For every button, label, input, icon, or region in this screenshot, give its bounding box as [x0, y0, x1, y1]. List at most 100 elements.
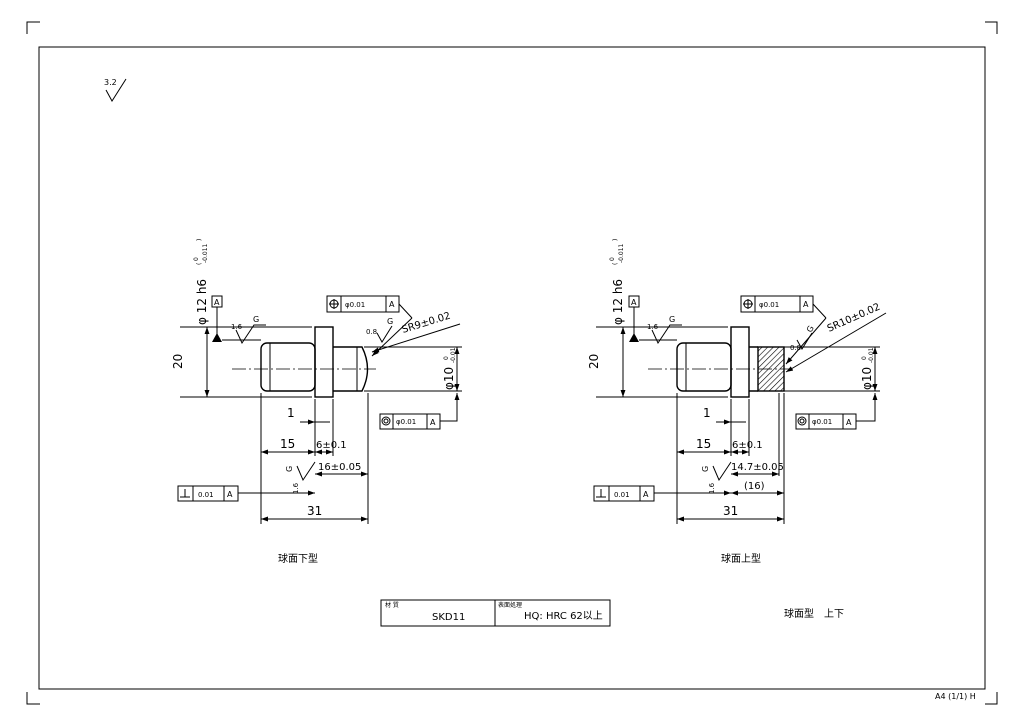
svg-text:20: 20: [171, 354, 185, 369]
upper-fcf-perpendicularity: 0.01 A: [593, 485, 731, 502]
svg-text:1: 1: [703, 406, 711, 420]
svg-text:0: 0: [193, 257, 200, 261]
lower-fcf-position: φ0.01 A: [326, 295, 413, 357]
lower-dim-6: 6±0.1: [315, 440, 347, 455]
svg-text:1.6: 1.6: [708, 482, 716, 494]
upper-datum-a: A: [628, 295, 677, 342]
svg-text:A: A: [389, 300, 395, 309]
lower-dim-16: 16±0.05: [315, 462, 368, 477]
svg-text:φ0.01: φ0.01: [812, 418, 832, 426]
svg-text:A: A: [846, 418, 852, 427]
svg-text:A: A: [803, 300, 809, 309]
upper-diameter-10: φ10 0 -0.01: [784, 346, 880, 392]
svg-text:G: G: [387, 317, 393, 326]
svg-text:-0.011: -0.011: [202, 243, 209, 263]
lower-die-view: A 1.6 G φ 12 h6 ( 0 -0.011 ) 20: [171, 239, 462, 565]
drawing-border: [38, 46, 986, 690]
material-label: 材 質: [385, 601, 399, 609]
svg-text:): ): [196, 239, 203, 241]
svg-text:6±0.1: 6±0.1: [732, 440, 763, 451]
svg-text:(16): (16): [744, 481, 765, 492]
svg-text:(: (: [196, 263, 203, 265]
lower-dim-31: 31: [261, 504, 368, 522]
lower-diameter-12-label: φ 12 h6 ( 0 -0.011 ): [193, 239, 209, 325]
upper-fcf-position: φ0.01 A: [740, 295, 827, 365]
lower-sphere-radius: SR9±0.02 0.8 G: [366, 311, 461, 353]
svg-text:16±0.05: 16±0.05: [318, 462, 361, 473]
upper-dim-31: 31: [677, 504, 784, 522]
svg-text:φ 12 h6: φ 12 h6: [195, 279, 209, 325]
svg-text:A: A: [214, 298, 220, 307]
svg-text:G: G: [285, 466, 294, 472]
svg-text:0.8: 0.8: [790, 344, 801, 352]
upper-extension-lines: [676, 393, 785, 524]
general-roughness-symbol: 3.2: [104, 78, 127, 102]
lower-fcf-perpendicularity: 0.01 A: [177, 485, 315, 502]
lower-finish-symbol-bottom: 1.6 G: [285, 461, 316, 494]
upper-dim-14-7: 14.7±0.05: [731, 462, 784, 477]
lower-die-outline: [232, 326, 376, 398]
svg-text:φ0.01: φ0.01: [759, 301, 779, 309]
sheet-label: A4 (1/1) H: [935, 692, 976, 701]
svg-text:0.01: 0.01: [614, 491, 630, 499]
svg-text:φ10: φ10: [860, 367, 874, 390]
svg-text:A: A: [227, 490, 233, 499]
upper-view-caption: 球面上型: [721, 552, 761, 565]
upper-fcf-concentric: φ0.01 A: [795, 393, 878, 430]
svg-text:φ0.01: φ0.01: [396, 418, 416, 426]
svg-text:1: 1: [287, 406, 295, 420]
svg-text:0: 0: [609, 257, 616, 261]
upper-dim-height: 20: [587, 326, 728, 398]
lower-datum-a: A: [211, 295, 261, 342]
upper-die-view: A 1.6 G φ 12 h6 ( 0 -0.011 ) 20: [587, 239, 887, 565]
upper-diameter-12-label: φ 12 h6 ( 0 -0.011 ): [609, 239, 625, 325]
svg-text:6±0.1: 6±0.1: [316, 440, 347, 451]
upper-die-outline: [648, 326, 792, 398]
lower-view-caption: 球面下型: [278, 552, 318, 565]
svg-text:A: A: [643, 490, 649, 499]
upper-dim-6: 6±0.1: [731, 440, 763, 455]
svg-text:-0.01: -0.01: [450, 347, 457, 363]
part-name: 球面型 上下: [784, 607, 844, 620]
svg-text:G: G: [701, 466, 710, 472]
svg-text:0.8: 0.8: [366, 328, 377, 336]
lower-dim-15: 15: [261, 437, 315, 455]
svg-text:φ0.01: φ0.01: [345, 301, 365, 309]
svg-text:G: G: [253, 315, 259, 324]
svg-text:G: G: [805, 324, 816, 334]
svg-text:φ 12 h6: φ 12 h6: [611, 279, 625, 325]
svg-text:15: 15: [696, 437, 711, 451]
svg-text:31: 31: [723, 504, 738, 518]
svg-text:-0.011: -0.011: [618, 243, 625, 263]
svg-text:1.6: 1.6: [292, 482, 300, 494]
upper-dim-1: 1: [703, 406, 746, 425]
treatment-value: HQ: HRC 62以上: [524, 610, 603, 622]
svg-text:A: A: [631, 298, 637, 307]
svg-text:14.7±0.05: 14.7±0.05: [731, 462, 784, 473]
upper-dim-16-reference: (16): [731, 481, 784, 496]
lower-finish-symbol-top: 1.6 G: [231, 315, 266, 345]
title-block: 材 質 SKD11 表面処理 HQ: HRC 62以上: [380, 599, 611, 627]
svg-text:3.2: 3.2: [104, 78, 117, 87]
svg-text:20: 20: [587, 354, 601, 369]
lower-dim-1: 1: [287, 406, 330, 425]
corner-marks: [26, 21, 998, 705]
upper-finish-symbol-bottom: 1.6 G: [701, 461, 732, 494]
material-value: SKD11: [432, 612, 465, 623]
svg-text:A: A: [430, 418, 436, 427]
svg-text:31: 31: [307, 504, 322, 518]
lower-extension-lines: [260, 393, 369, 524]
svg-text:0: 0: [861, 356, 868, 360]
lower-fcf-concentric: φ0.01 A: [379, 393, 460, 430]
svg-text:SR10±0.02: SR10±0.02: [826, 302, 882, 335]
svg-text:0: 0: [443, 356, 450, 360]
upper-finish-symbol-top: 1.6 G: [647, 315, 682, 345]
lower-dim-height: 20: [171, 326, 312, 398]
svg-text:(: (: [612, 263, 619, 265]
svg-text:0.01: 0.01: [198, 491, 214, 499]
svg-text:): ): [612, 239, 619, 241]
svg-text:G: G: [669, 315, 675, 324]
svg-text:φ10: φ10: [442, 367, 456, 390]
svg-text:-0.01: -0.01: [868, 347, 875, 363]
